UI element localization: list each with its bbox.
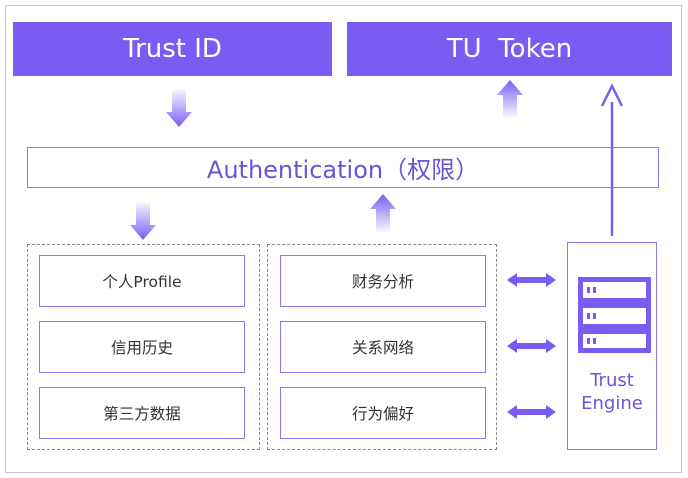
box-label: 财务分析 bbox=[351, 273, 414, 291]
box-label: 关系网络 bbox=[351, 339, 414, 357]
trust-engine-line1: Trust bbox=[590, 370, 634, 391]
tu-token-banner: TU Token bbox=[347, 22, 672, 76]
credit-history-box: 信用历史 bbox=[39, 321, 245, 373]
personal-data-group bbox=[27, 244, 260, 450]
personal-profile-box: 个人Profile bbox=[39, 255, 245, 307]
relationship-network-box: 关系网络 bbox=[280, 321, 486, 373]
down-arrow-icon bbox=[166, 89, 192, 127]
up-arrow-icon bbox=[600, 83, 624, 107]
analysis-group bbox=[267, 244, 497, 450]
double-arrow-icon bbox=[507, 405, 556, 419]
box-label: 行为偏好 bbox=[351, 405, 414, 423]
double-arrow-icon bbox=[507, 273, 556, 287]
up-arrow-icon bbox=[370, 194, 396, 232]
double-arrow-icon bbox=[507, 339, 556, 353]
up-arrow-icon bbox=[497, 80, 523, 117]
down-arrow-icon bbox=[130, 202, 156, 240]
trust-engine-label: Trust Engine bbox=[568, 369, 656, 415]
box-label: 第三方数据 bbox=[103, 405, 181, 423]
third-party-data-box: 第三方数据 bbox=[39, 387, 245, 439]
trust-id-banner: Trust ID bbox=[13, 22, 332, 76]
financial-analysis-box: 财务分析 bbox=[280, 255, 486, 307]
authentication-label: Authentication（权限） bbox=[206, 156, 480, 184]
tu-token-label: TU Token bbox=[446, 34, 573, 64]
box-label: 个人Profile bbox=[102, 273, 182, 291]
box-label: 信用历史 bbox=[110, 339, 173, 357]
trust-id-label: Trust ID bbox=[123, 34, 222, 64]
authentication-bar: Authentication（权限） bbox=[27, 147, 659, 188]
behavior-preference-box: 行为偏好 bbox=[280, 387, 486, 439]
trust-engine-line2: Engine bbox=[581, 393, 643, 414]
trust-engine-box: Trust Engine bbox=[567, 242, 657, 450]
server-icon bbox=[578, 277, 651, 353]
